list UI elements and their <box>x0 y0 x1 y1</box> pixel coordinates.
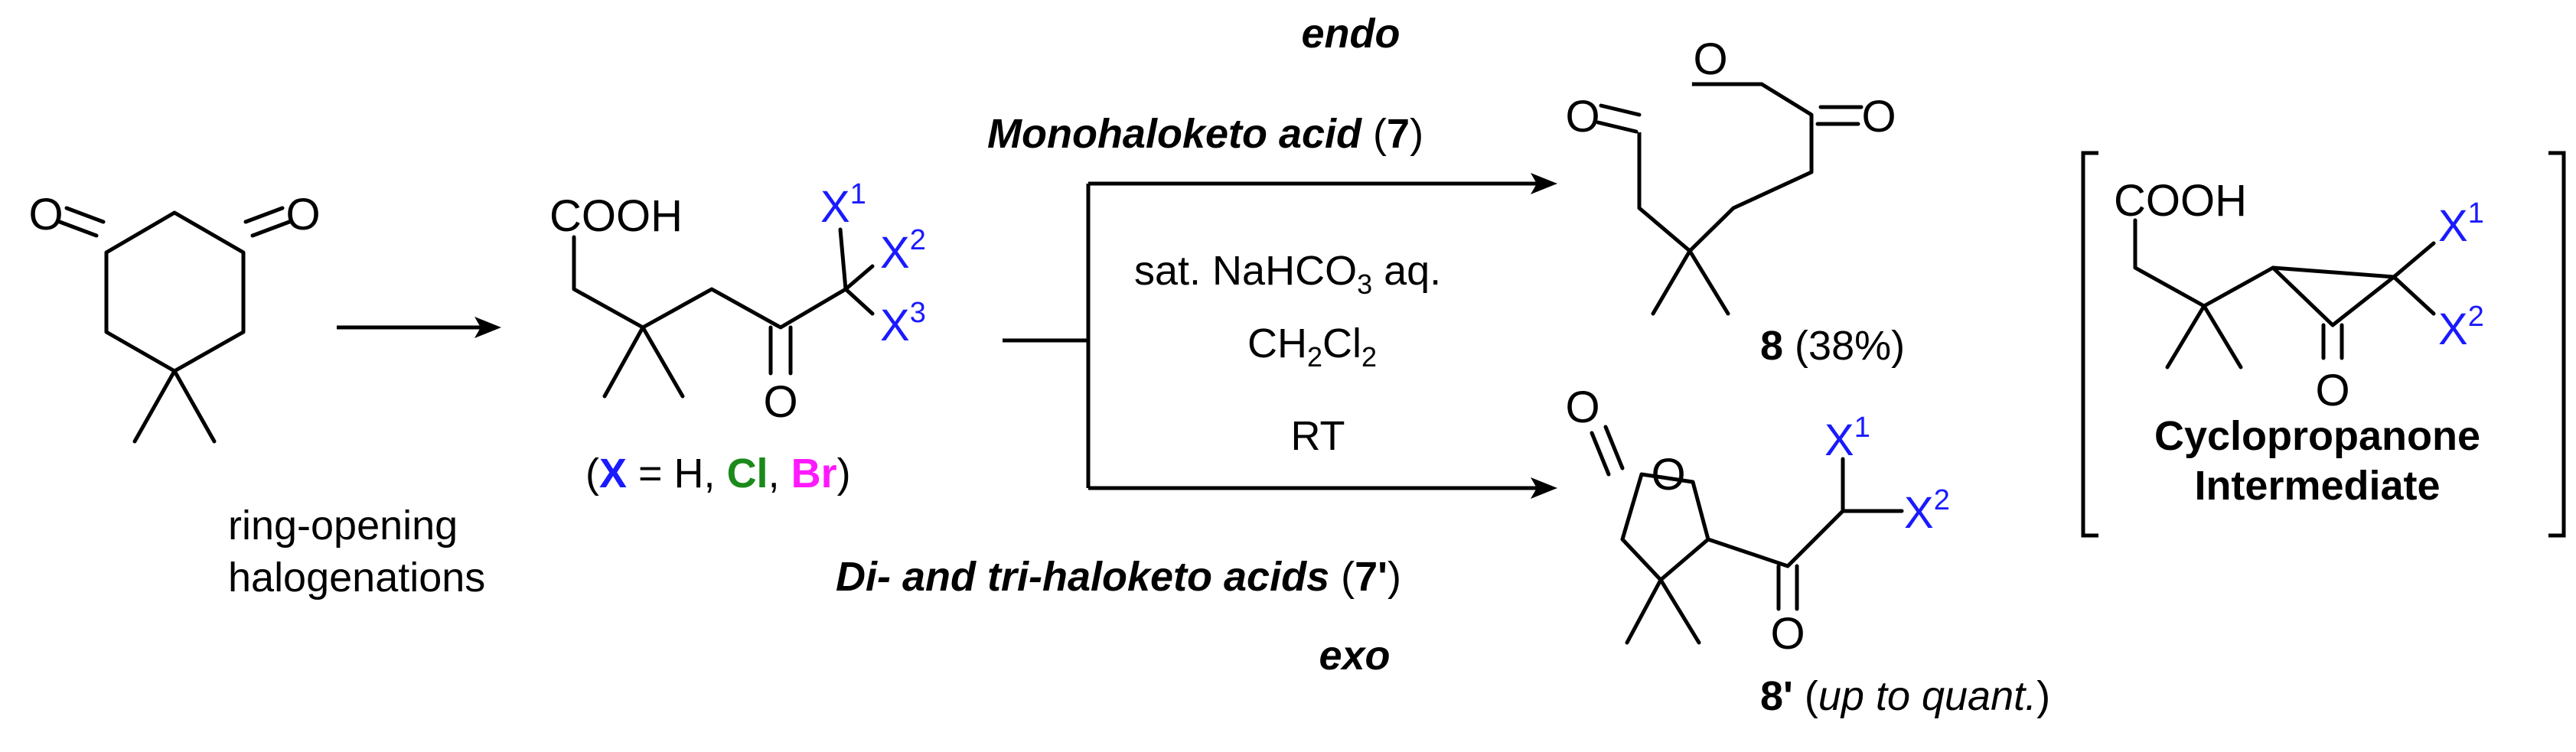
exo-label: exo <box>1319 633 1390 679</box>
intermediate-label-line1: Cyclopropanone <box>2154 413 2480 459</box>
endo-label: endo <box>1302 11 1400 57</box>
intermediate-bracket-right <box>2548 151 2566 538</box>
halogen-x1-intermediate: X1 <box>2438 197 2484 251</box>
lactone-carbonyl-oxygen: O <box>1565 92 1599 142</box>
di-tri-haloketo-acids-label: Di- and tri-haloketo acids (7') <box>836 554 1401 600</box>
monohaloketo-acid-label: Monohaloketo acid (7) <box>987 111 1423 157</box>
step1-label-line1: ring-opening <box>228 503 458 549</box>
carboxylic-acid-group-intermediate: COOH <box>2114 176 2247 226</box>
lactone-carbonyl-oxygen-8prime: O <box>1565 383 1599 432</box>
ketone-oxygen: O <box>763 377 797 427</box>
step1-label-line2: halogenations <box>228 555 485 601</box>
halogen-x1-8prime: X1 <box>1824 412 1870 465</box>
ketone-oxygen-8: O <box>1861 92 1896 142</box>
oxygen-atom-right: O <box>285 190 320 239</box>
ring-oxygen-8prime: O <box>1651 450 1685 500</box>
halogen-x2-8prime: X2 <box>1904 484 1950 538</box>
step1-arrow <box>337 317 501 338</box>
cyclopropanone-oxygen: O <box>2315 366 2349 415</box>
halogen-x3: X3 <box>880 297 926 350</box>
cyclopropanone-intermediate-structure: COOH O X1 X2 <box>2114 176 2484 415</box>
product-8prime-label: 8' (up to quant.) <box>1760 673 2050 719</box>
reaction-conditions: sat. NaHCO3 aq. CH2Cl2 RT <box>1134 248 1441 459</box>
condition-temperature: RT <box>1290 413 1345 459</box>
intermediate-label-line2: Intermediate <box>2194 463 2440 509</box>
condition-ch2cl2: CH2Cl2 <box>1247 321 1377 373</box>
starting-material-dimedone: O O <box>28 190 321 444</box>
ring-oxygen: O <box>1693 34 1727 84</box>
substituent-definition: (X = H, Cl, Br) <box>585 451 851 496</box>
product-8-structure: O O O <box>1565 34 1896 316</box>
halogen-x2: X2 <box>880 224 926 278</box>
ketone-oxygen-8prime: O <box>1770 609 1805 659</box>
oxygen-atom-left: O <box>28 190 63 239</box>
product-8prime-structure: O O O X1 X2 <box>1565 383 1949 659</box>
product-8-label: 8 (38%) <box>1760 323 1905 369</box>
halogen-x2-intermediate: X2 <box>2438 301 2484 354</box>
carboxylic-acid-group: COOH <box>549 191 683 241</box>
intermediate-bracket-left <box>2081 151 2098 538</box>
halogen-x1: X1 <box>820 178 866 232</box>
branch-arrows <box>1003 173 1557 499</box>
haloketo-acid: COOH O X1 X2 X3 <box>549 178 926 427</box>
condition-nahco3: sat. NaHCO3 aq. <box>1134 248 1441 300</box>
